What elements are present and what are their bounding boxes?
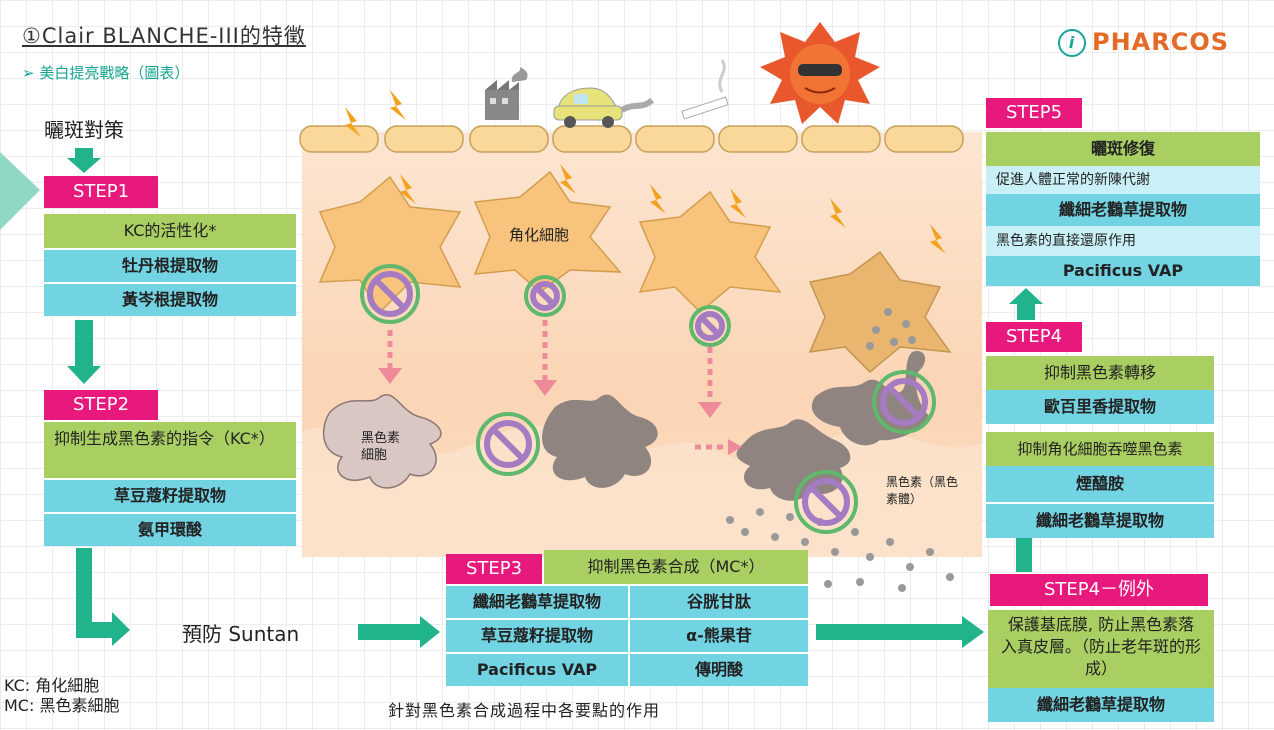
page-subtitle: ➢ 美白提亮戰略（圖表）	[22, 64, 190, 82]
step5-item-1: 纖細老鸛草提取物	[986, 194, 1260, 226]
prevent-suntan-label: 預防 Suntan	[182, 622, 300, 646]
melanin-signal-arrows	[378, 320, 742, 455]
step5-tag: STEP5	[986, 98, 1082, 128]
step5-item-2: Pacificus VAP	[986, 256, 1260, 286]
step3-cell: Pacificus VAP	[446, 654, 630, 686]
step3-row: Pacificus VAP 傳明酸	[446, 652, 808, 686]
keratinocyte-label: 角化細胞	[509, 226, 570, 244]
connector-bar	[1016, 538, 1032, 572]
step5-desc-1: 促進人體正常的新陳代謝	[986, 166, 1260, 194]
melanocyte-label: 黑色素細胞	[361, 431, 401, 463]
cigarette-icon	[681, 59, 729, 120]
sunspot-heading: 曬斑對策	[44, 118, 124, 142]
step3-table: 纖細老鸛草提取物 谷胱甘肽 草豆蔻籽提取物 α-熊果苷 Pacificus VA…	[446, 584, 808, 686]
step4-exception-tag: STEP4－例外	[990, 574, 1208, 606]
step3-row: 草豆蔻籽提取物 α-熊果苷	[446, 618, 808, 652]
factory-icon	[485, 67, 528, 120]
step2-title: 抑制生成黑色素的指令（KC*）	[44, 422, 296, 478]
logo-text: PHARCOS	[1092, 28, 1230, 56]
step3-cell: α-熊果苷	[686, 626, 752, 645]
step3-tag: STEP3	[446, 554, 542, 584]
melanin-label: 黑色素（黑色素體）	[886, 475, 959, 506]
sun-icon	[760, 22, 880, 124]
step2-item-2: 氨甲環酸	[44, 512, 296, 546]
car-icon	[553, 87, 655, 128]
step4-item-1: 歐百里香提取物	[986, 390, 1214, 424]
inhibition-icons	[360, 264, 936, 534]
down-arrow-icon	[67, 320, 101, 384]
step4-title-1: 抑制黑色素轉移	[986, 356, 1214, 390]
step3-cell: 谷胱甘肽	[686, 592, 751, 611]
step2-item-1: 草豆蔻籽提取物	[44, 478, 296, 512]
step5-title: 曬斑修復	[986, 132, 1260, 166]
step3-cell: 傳明酸	[694, 660, 743, 679]
step4-exception-desc: 保護基底膜, 防止黑色素落入真皮層。（防止老年斑的形成）	[988, 610, 1214, 688]
legend-mc: MC: 黑色素細胞	[4, 696, 120, 715]
step4-item-3: 纖細老鸛草提取物	[986, 502, 1214, 538]
right-arrow-icon	[816, 616, 984, 648]
legend-kc: KC: 角化細胞	[4, 676, 100, 695]
uv-lightning-icons	[345, 90, 946, 254]
melanin-granules	[726, 308, 954, 592]
logo-mark-icon: i	[1058, 29, 1086, 57]
bullet-arrow-icon: ➢	[22, 64, 40, 82]
step3-cell: 草豆蔻籽提取物	[446, 620, 630, 652]
stratum-corneum-cells	[299, 125, 964, 153]
left-chevron-icon	[0, 152, 40, 230]
skin-illustration	[299, 22, 982, 592]
step4-exception-item: 纖細老鸛草提取物	[988, 688, 1214, 722]
step4-title-2: 抑制角化細胞吞噬黑色素	[986, 432, 1214, 466]
step1-title: KC的活性化*	[44, 214, 296, 248]
up-arrow-icon	[1009, 288, 1043, 320]
step3-cell: 纖細老鸛草提取物	[446, 586, 630, 618]
step1-tag: STEP1	[44, 176, 158, 208]
step3-row: 纖細老鸛草提取物 谷胱甘肽	[446, 584, 808, 618]
illustration-caption: 針對黑色素合成過程中各要點的作用	[388, 701, 661, 720]
page-title: ①Clair BLANCHE-III的特徵	[22, 24, 306, 48]
step4-item-2: 煙醯胺	[986, 466, 1214, 502]
step5-desc-2: 黑色素的直接還原作用	[986, 226, 1260, 256]
step3-title: 抑制黑色素合成（MC*）	[544, 550, 808, 584]
step2-tag: STEP2	[44, 390, 158, 420]
right-arrow-icon	[358, 616, 440, 648]
legend: KC: 角化細胞 MC: 黑色素細胞	[4, 676, 119, 716]
elbow-arrow-icon	[76, 548, 130, 646]
step4-tag: STEP4	[986, 322, 1082, 352]
keratinocyte-cells	[318, 170, 782, 314]
step1-item-1: 牡丹根提取物	[44, 248, 296, 282]
step1-item-2: 黃岑根提取物	[44, 282, 296, 316]
down-arrow-icon	[67, 148, 101, 173]
